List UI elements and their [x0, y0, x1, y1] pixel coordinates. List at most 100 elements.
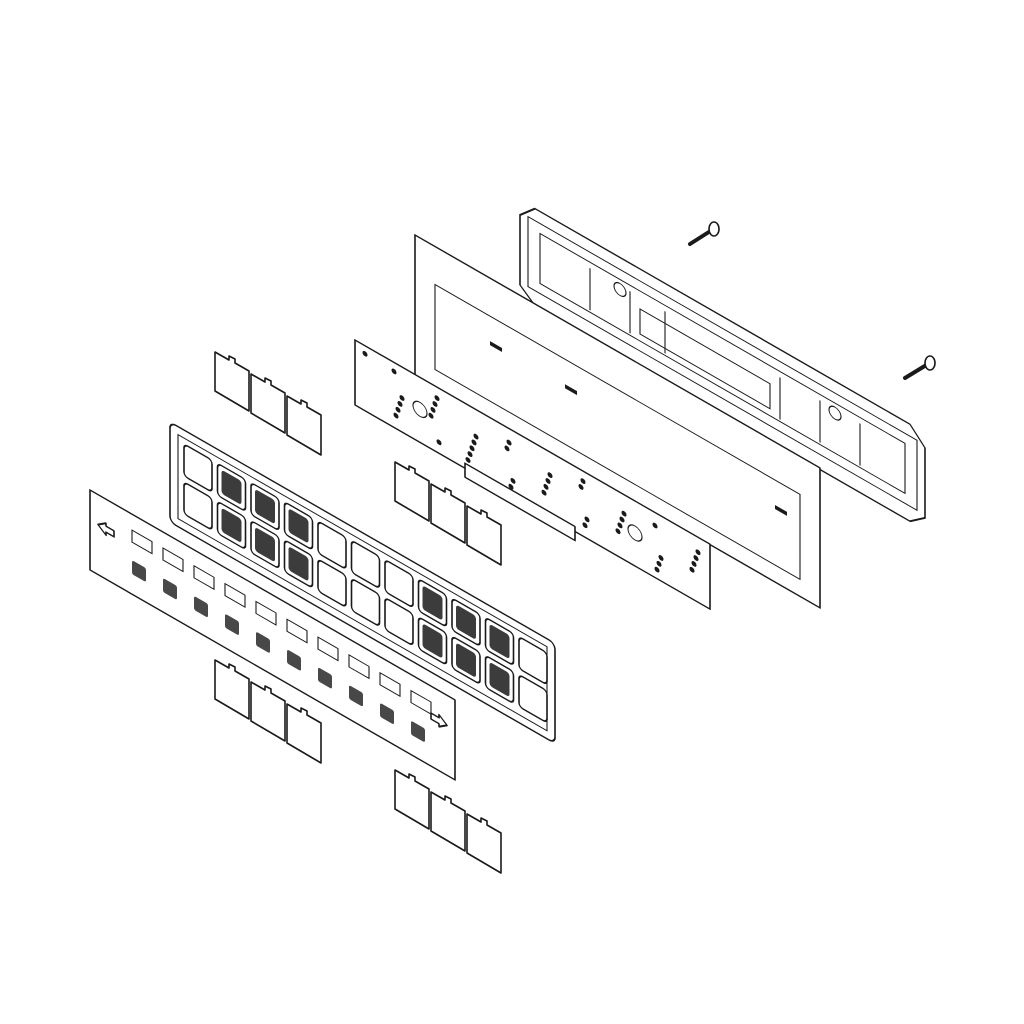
- pcb-component: [510, 477, 516, 484]
- keypad-button-insert: [489, 662, 510, 696]
- pcb-component: [621, 510, 627, 517]
- keypad-button-insert: [221, 470, 242, 504]
- keypad-button-insert: [456, 605, 476, 639]
- faceplate-window: [224, 582, 246, 608]
- housing-outline: [519, 207, 926, 523]
- pcb-component: [504, 445, 510, 452]
- faceplate: [89, 489, 456, 781]
- pcb-component: [467, 451, 473, 458]
- screw-head: [708, 221, 720, 237]
- pcb-component: [543, 483, 549, 490]
- faceplate-icon: [256, 632, 270, 653]
- faceplate-window: [162, 547, 184, 573]
- pcb-component: [619, 516, 625, 523]
- faceplate-window: [410, 689, 432, 715]
- faceplate-window: [131, 529, 153, 555]
- arrow-left-icon: [97, 522, 115, 538]
- insert-label: [214, 659, 250, 720]
- keypad-button-insert: [489, 624, 510, 658]
- faceplate-icon: [380, 703, 394, 724]
- keypad-button-insert: [221, 508, 242, 542]
- pcb-component: [362, 350, 368, 357]
- insert-label: [430, 791, 466, 852]
- gasket-pin: [565, 384, 577, 396]
- circuit-board: [354, 339, 711, 611]
- faceplate-window: [379, 671, 401, 698]
- insert-labels-upper: [214, 351, 502, 566]
- insert-label: [250, 373, 286, 434]
- pcb-component: [582, 522, 588, 529]
- faceplate-icon: [132, 560, 146, 582]
- keypad-button-insert: [456, 643, 476, 677]
- pcb-component: [397, 400, 403, 407]
- front-faceplate: [89, 489, 456, 781]
- insert-label: [430, 483, 466, 544]
- insert-label: [214, 351, 250, 412]
- pcb-component: [689, 566, 695, 573]
- keypad-button: [384, 598, 414, 645]
- rear-housing: [519, 207, 926, 523]
- keypad-button: [183, 482, 213, 530]
- pcb-component: [580, 478, 586, 484]
- gasket-inner: [434, 283, 801, 581]
- pcb-component: [656, 560, 662, 567]
- pcb-hole: [412, 400, 428, 419]
- pcb-component: [652, 522, 658, 529]
- pcb-component: [578, 484, 584, 490]
- screw-shaft: [903, 362, 930, 380]
- keypad-button: [350, 541, 381, 588]
- pcb-connector: [464, 462, 576, 542]
- insert-labels-lower: [214, 659, 502, 874]
- insert-label: [394, 461, 430, 522]
- housing-boss: [828, 405, 842, 421]
- faceplate-icon: [349, 685, 363, 707]
- arrow-right-icon: [430, 712, 448, 728]
- pcb-component: [395, 406, 401, 413]
- keypad-button-insert: [288, 509, 309, 543]
- faceplate-icon: [411, 721, 425, 742]
- gasket-pin: [490, 341, 502, 353]
- keypad-button: [518, 637, 548, 685]
- pcb-component: [391, 368, 397, 375]
- pcb-component: [436, 439, 442, 446]
- pcb-component: [654, 566, 660, 573]
- faceplate-icon: [225, 614, 239, 635]
- keypad-button: [350, 579, 381, 626]
- pcb-component: [430, 406, 436, 413]
- insert-label: [466, 813, 502, 874]
- pcb-component: [465, 457, 471, 463]
- faceplate-icon: [318, 667, 332, 689]
- pcb-component: [617, 522, 623, 529]
- pcb-component: [432, 401, 438, 407]
- keypad-button-insert: [255, 490, 275, 524]
- faceplate-icon: [287, 650, 301, 671]
- insert-label: [394, 769, 430, 830]
- faceplate-window: [193, 564, 215, 591]
- housing-rim: [527, 215, 918, 512]
- faceplate-icon: [194, 596, 208, 618]
- keypad-button: [317, 559, 347, 607]
- pcb-component: [693, 555, 699, 561]
- faceplate-window: [255, 600, 277, 626]
- pcb-component: [428, 412, 434, 419]
- pcb-component: [691, 561, 697, 567]
- keypad-button-insert: [422, 586, 443, 620]
- housing-boss: [613, 281, 627, 298]
- keypad-button-insert: [288, 547, 309, 581]
- keypad-button: [317, 521, 347, 569]
- keypad-button-insert: [255, 528, 275, 562]
- pcb-component: [434, 395, 440, 402]
- faceplate-window: [348, 654, 370, 680]
- keypad-button: [183, 444, 213, 492]
- keypad-button-insert: [422, 624, 443, 658]
- pcb-component: [508, 483, 514, 490]
- keypad-button: [384, 560, 414, 607]
- pcb-component: [695, 549, 701, 556]
- pcb-component: [399, 395, 405, 401]
- screw-shaft: [688, 228, 714, 246]
- pcb-component: [541, 489, 547, 496]
- pcb-component: [547, 472, 553, 479]
- keypad-button: [518, 675, 548, 723]
- housing-slot: [639, 308, 771, 410]
